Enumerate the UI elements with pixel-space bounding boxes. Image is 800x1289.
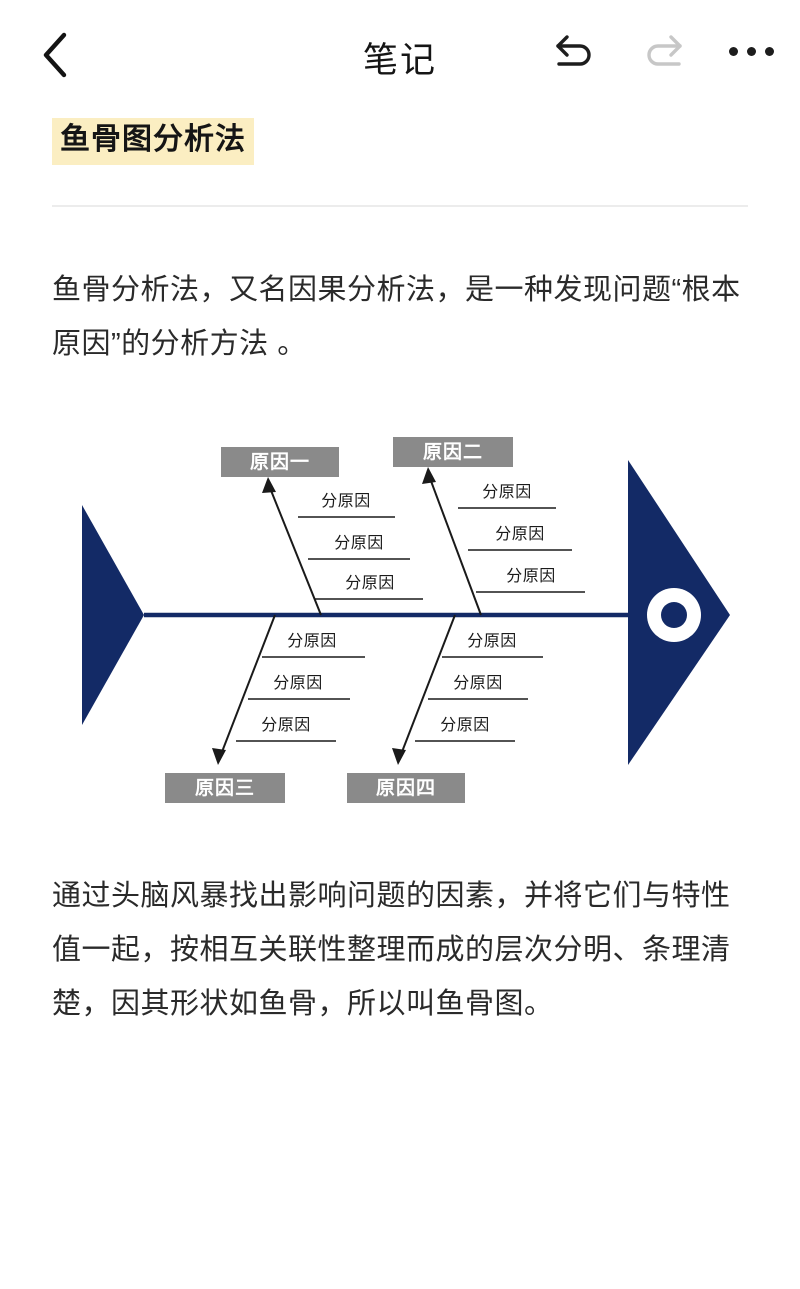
cause-4-sub-label-3: 分原因 <box>440 716 490 734</box>
cause-2-label: 原因二 <box>423 441 483 463</box>
redo-icon <box>647 35 682 66</box>
note-title-container: 鱼骨图分析法 <box>52 118 748 165</box>
cause-3-label: 原因三 <box>195 777 255 799</box>
cause-4-sub-label-1: 分原因 <box>467 632 517 650</box>
cause-3-sub-label-2: 分原因 <box>273 674 323 692</box>
cause-3-box[interactable] <box>165 772 285 803</box>
app-header: 笔记 <box>0 0 800 110</box>
cause-1-sub-label-3: 分原因 <box>345 574 395 592</box>
cause-4-branch <box>399 614 456 757</box>
cause-4-arrowhead <box>392 747 406 765</box>
cause-2-box[interactable] <box>393 436 513 467</box>
cause-1-branch <box>267 482 322 615</box>
cause-1-sub-label-1: 分原因 <box>321 492 371 510</box>
fish-eye-pupil <box>661 601 687 628</box>
undo-button[interactable] <box>552 26 598 76</box>
more-options-button[interactable] <box>728 26 774 76</box>
paragraph-description: 通过头脑风暴找出影响问题的因素，并将它们与特性值一起，按相互关联性整理而成的层次… <box>52 879 731 1020</box>
header-actions <box>552 26 774 76</box>
cause-3-sub-label-3: 分原因 <box>261 716 311 734</box>
cause-3-branch <box>219 614 276 757</box>
cause-1-sub-label-2: 分原因 <box>334 534 384 552</box>
cause-1-box[interactable] <box>221 446 339 477</box>
cause-3-sub-label-1: 分原因 <box>287 632 337 650</box>
cause-1-arrowhead <box>262 476 276 493</box>
cause-3-arrowhead <box>212 747 226 765</box>
cause-2-branch <box>427 472 482 615</box>
cause-1-label: 原因一 <box>250 451 310 473</box>
note-title: 鱼骨图分析法 <box>52 118 254 165</box>
fishbone-diagram: 分原因 分原因 分原因 原因一 分原因 分原因 分原因 原因二 <box>40 407 780 827</box>
undo-icon <box>556 35 591 66</box>
cause-4-box[interactable] <box>347 772 465 803</box>
note-content: 鱼骨图分析法 鱼骨分析法，又名因果分析法，是一种发现问题“根本原因”的分析方法 … <box>0 118 800 1031</box>
cause-2-sub-label-3: 分原因 <box>506 567 556 585</box>
paragraph-intro: 鱼骨分析法，又名因果分析法，是一种发现问题“根本原因”的分析方法 。 <box>52 273 741 360</box>
back-button[interactable] <box>28 28 82 82</box>
redo-button[interactable] <box>640 26 686 76</box>
fishbone-svg: 分原因 分原因 分原因 原因一 分原因 分原因 分原因 原因二 <box>82 436 730 803</box>
chevron-left-icon <box>43 32 67 78</box>
cause-group-2: 分原因 分原因 分原因 原因二 <box>393 436 585 615</box>
cause-group-3: 分原因 分原因 分原因 原因三 <box>165 614 365 803</box>
title-divider <box>52 204 748 207</box>
more-options-icon <box>725 33 778 70</box>
cause-4-sub-label-2: 分原因 <box>453 674 503 692</box>
cause-group-1: 分原因 分原因 分原因 原因一 <box>221 446 423 615</box>
page-title: 笔记 <box>362 41 437 80</box>
cause-4-label: 原因四 <box>376 777 436 799</box>
cause-group-4: 分原因 分原因 分原因 原因四 <box>347 614 543 803</box>
fish-tail <box>82 504 144 725</box>
cause-2-sub-label-2: 分原因 <box>495 525 545 543</box>
cause-2-sub-label-1: 分原因 <box>482 483 532 501</box>
cause-2-arrowhead <box>422 466 436 484</box>
